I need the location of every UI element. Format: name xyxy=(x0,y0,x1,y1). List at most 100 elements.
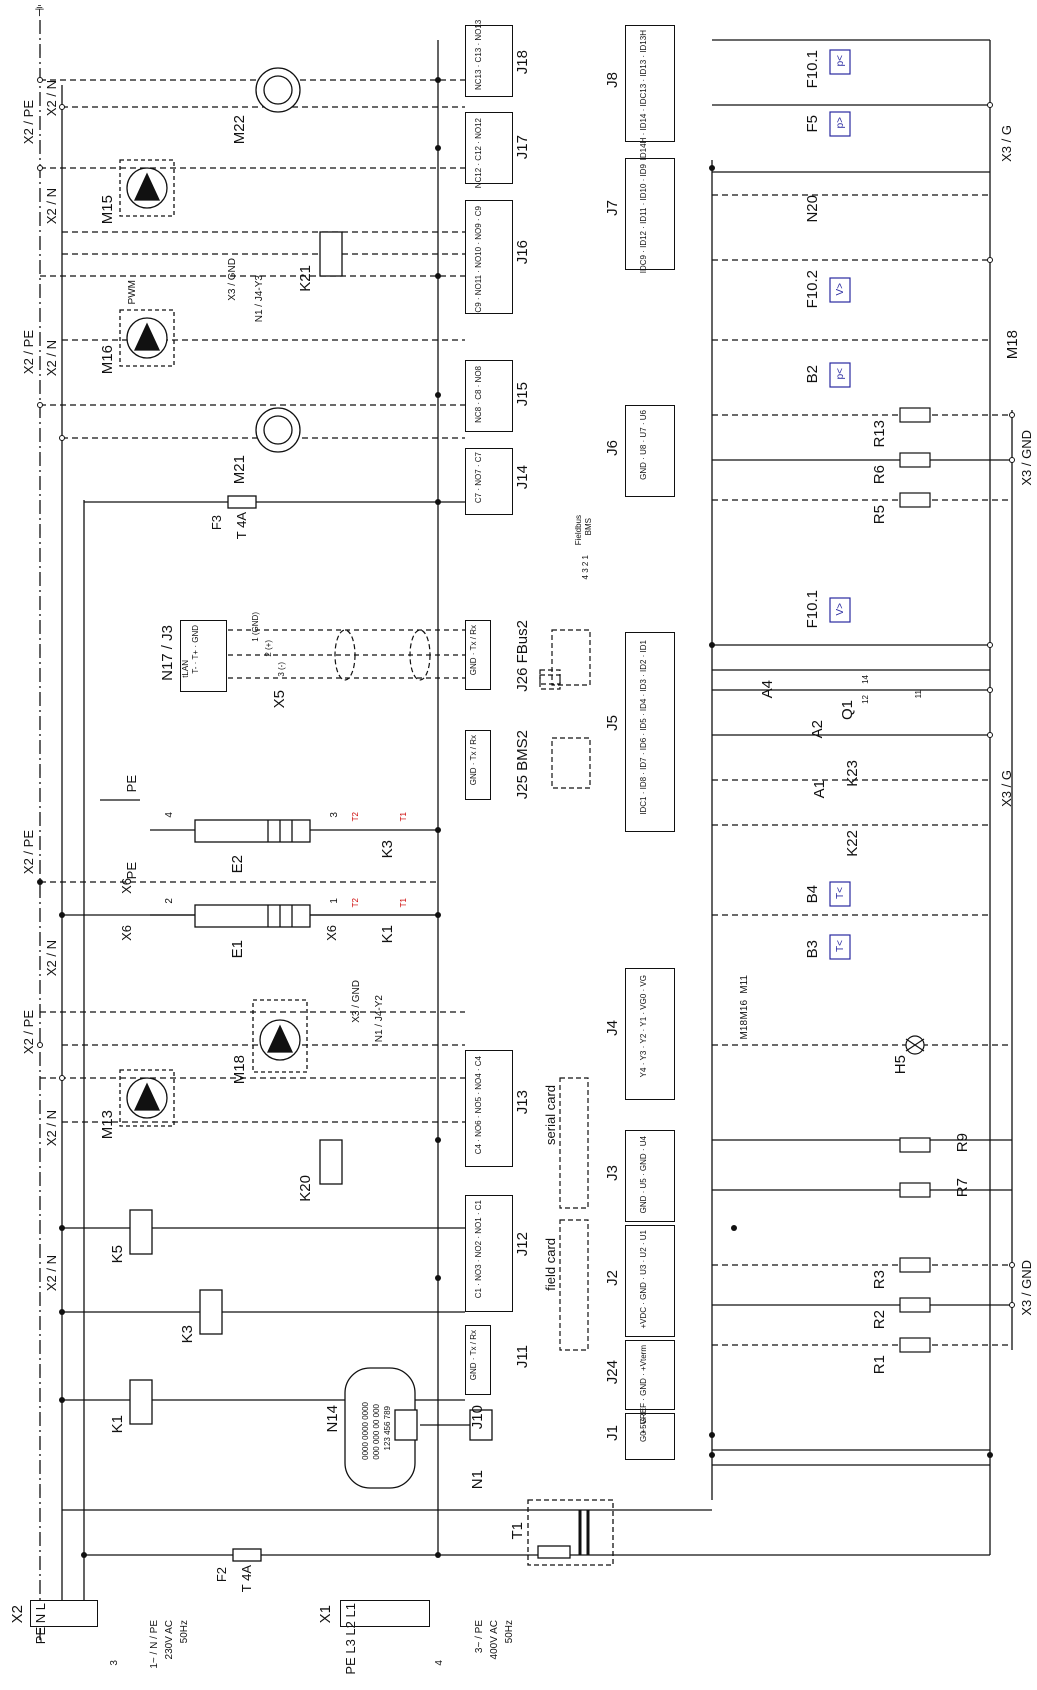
e2-term-3: 3 xyxy=(329,812,340,818)
label-J7: J7 xyxy=(604,200,621,216)
J11-t1: GND xyxy=(469,1362,478,1381)
J5-t4: ID6 xyxy=(639,737,648,751)
J3-t2: U5 xyxy=(639,1178,648,1189)
J4-t6: VG xyxy=(639,975,648,987)
label-A4: A4 xyxy=(759,680,776,699)
switch-F4-label: F5 xyxy=(804,115,821,133)
ao-M16: M16 xyxy=(739,1000,750,1020)
display-line-2: 000 000 00 000 xyxy=(372,1404,381,1460)
x2-ref: X2 xyxy=(9,1605,26,1624)
fuse-F2-label: F2 xyxy=(214,1567,229,1583)
J4-t1: Y4 xyxy=(639,1067,648,1078)
fieldbus-label: Fieldbus xyxy=(574,515,583,546)
J14-t3: C7 xyxy=(474,452,483,463)
heater-E2-label: E2 xyxy=(229,855,246,874)
label-J25: J25 BMS2 xyxy=(514,730,531,800)
label-J2: J2 xyxy=(604,1270,621,1286)
fieldbus-bms: BMS xyxy=(584,518,593,536)
pe-label-2: X2 / PE xyxy=(21,330,36,375)
J8-t4: ID13 xyxy=(639,59,648,77)
resistor-R2-label: R2 xyxy=(871,1310,888,1330)
fuse-F3-label: F3 xyxy=(209,515,224,531)
J7-t3: ID11 xyxy=(639,207,648,224)
pump-M18-label: M18 xyxy=(231,1055,248,1085)
x1-terms: PE L3 L2 L1 xyxy=(343,1603,358,1675)
label-N1: N1 xyxy=(469,1470,486,1490)
block-J14 xyxy=(465,448,513,515)
J16-t3: NO10 xyxy=(474,246,483,268)
pe-label-3: X2 / PE xyxy=(21,830,36,875)
k1-t1: T1 xyxy=(399,898,408,908)
x5-label: X5 xyxy=(271,690,288,709)
J6-t1: GND xyxy=(639,462,648,480)
pump-m15-frame xyxy=(119,159,175,217)
n17-wire-2: 2 (+) xyxy=(264,640,273,657)
n17-terms: T- · T+ · GND xyxy=(191,625,200,674)
J17-terms: NC12 · C12 · NO12 xyxy=(474,118,483,189)
relay-K1-label: K1 xyxy=(109,1415,126,1434)
block-J17 xyxy=(465,112,513,184)
J17-t2: C12 xyxy=(474,146,483,161)
g-label-1: X3 / G xyxy=(999,125,1014,162)
gnd-label-1: X3 / GND xyxy=(1019,430,1034,486)
pump-M13-label: M13 xyxy=(99,1110,116,1140)
relay-K23-label: K23 xyxy=(844,760,861,787)
J16-t5: C9 xyxy=(474,206,483,217)
block-J2 xyxy=(625,1225,675,1337)
b2-symbol: p< xyxy=(835,368,846,380)
x2-t3: L xyxy=(33,1603,48,1611)
fieldbus-nums: 4 3 2 1 xyxy=(581,555,590,580)
J24-t3: +Vterm xyxy=(639,1345,648,1372)
label-J5: J5 xyxy=(604,715,621,731)
n17-t3: GND xyxy=(191,625,200,643)
J3-t3: GND xyxy=(639,1153,648,1172)
n-label-2: X2 / N xyxy=(44,188,59,225)
J16-terms: C9 · NO11 · NO10 · NO9 · C9 xyxy=(474,206,483,313)
display-line-1: 0000 0000 0000 xyxy=(361,1402,370,1460)
f5-symbol: p< xyxy=(835,55,846,67)
n-label-3: X2 / N xyxy=(44,340,59,377)
label-J6: J6 xyxy=(604,440,621,456)
J5-t7: ID3 xyxy=(639,679,648,692)
x1-spec-3: 50Hz xyxy=(504,1620,515,1644)
x2-t1: PE xyxy=(33,1626,48,1645)
label-J18: J18 xyxy=(514,50,531,75)
J4-t2: Y3 xyxy=(639,1050,648,1061)
label-J1: J1 xyxy=(604,1425,621,1441)
J16-t4: NO9 xyxy=(474,223,483,240)
J26-t1: GND xyxy=(469,657,478,676)
J4-t3: Y2 xyxy=(639,1033,648,1044)
J24-t2: GND xyxy=(639,1378,648,1396)
switch-F5-label: F10.1 xyxy=(804,50,821,89)
x1-ref: X1 xyxy=(317,1605,334,1624)
J15-t2: C8 xyxy=(474,389,483,400)
J7-t4: ID10 xyxy=(639,183,648,201)
label-J10: J10 xyxy=(469,1405,486,1430)
x2-cable: 3 xyxy=(109,1660,120,1666)
J8-t1: ID14H xyxy=(639,137,648,161)
J5-t8: ID2 xyxy=(639,659,648,673)
sensor-B3-label: B3 xyxy=(804,940,821,959)
J5-t3: ID7 xyxy=(639,757,648,770)
transformer-label: T1 xyxy=(509,1522,526,1540)
pe-label-4: X2 / PE xyxy=(21,1010,36,1055)
n-label-1: X2 / N xyxy=(44,80,59,117)
x1-t1: PE xyxy=(343,1657,358,1675)
J4-terms: Y4 · Y3 · Y2 · Y1 · VG0 · VG xyxy=(639,975,648,1078)
n17-tlan: tLAN xyxy=(181,660,190,678)
switch-F10-1-label: F10.1 xyxy=(804,590,821,629)
block-J16 xyxy=(465,200,513,314)
J6-t2: U8 xyxy=(639,444,648,455)
x1-cable: 4 xyxy=(434,1660,445,1666)
J5-t9: ID1 xyxy=(639,640,648,653)
n17-ref: N17 / J3 xyxy=(159,625,176,681)
g-label-2: X3 / G xyxy=(999,770,1014,807)
J3-t1: GND xyxy=(639,1195,648,1214)
label-J15: J15 xyxy=(514,382,531,407)
q1-term-11: 11 xyxy=(914,690,923,699)
resistor-R5-label: R5 xyxy=(871,505,888,525)
ao-M11: M11 xyxy=(739,975,750,994)
J25-t1: GND xyxy=(469,767,478,786)
gnd-label-2: X3 / GND xyxy=(1019,1260,1034,1316)
J12-terms: C1 · NO3 · NO2 · NO1 · C1 xyxy=(474,1200,483,1299)
